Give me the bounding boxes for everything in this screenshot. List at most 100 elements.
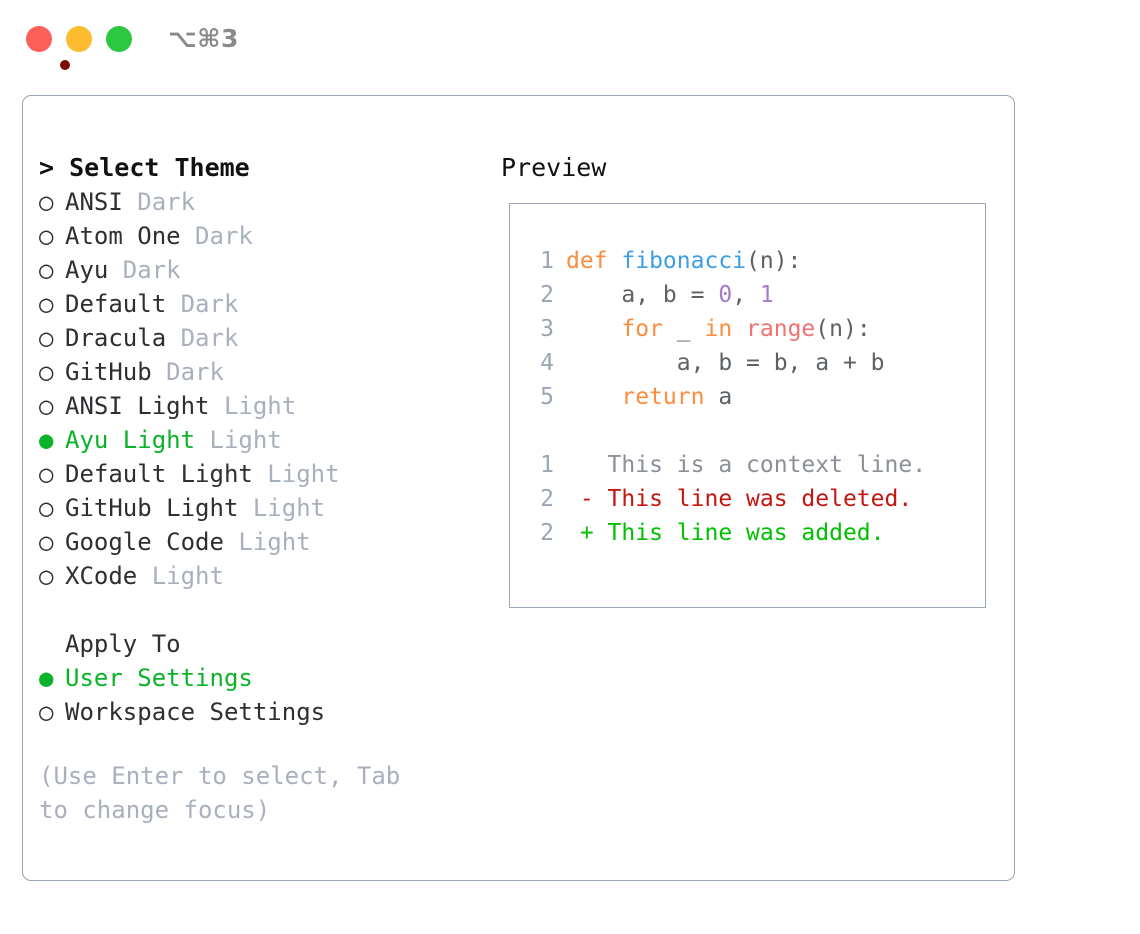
radio-unselected-icon: ○ bbox=[39, 358, 68, 386]
recording-indicator-icon bbox=[60, 60, 70, 70]
apply-to-option-workspace-settings[interactable]: ○ Workspace Settings bbox=[39, 695, 489, 729]
radio-unselected-icon: ○ bbox=[39, 324, 68, 352]
preview-heading: Preview bbox=[501, 153, 607, 182]
code-token-plain: a, b = b, a + b bbox=[566, 350, 885, 376]
radio-unselected-icon: ○ bbox=[39, 494, 68, 522]
theme-option-name: Atom One bbox=[65, 222, 196, 250]
code-token-fn: fibonacci bbox=[621, 248, 747, 274]
diff-line-del: 2 - This line was deleted. bbox=[528, 482, 926, 516]
code-line: 2 a, b = 0, 1 bbox=[528, 278, 926, 312]
diff-marker: + bbox=[566, 520, 594, 546]
theme-option-ayu-light[interactable]: ● Ayu Light Light bbox=[39, 423, 489, 457]
code-token-plain: _ bbox=[662, 316, 705, 342]
code-token-num: 1 bbox=[759, 282, 774, 308]
code-token-punc: (n): bbox=[746, 248, 802, 274]
code-token-punc: (n): bbox=[815, 316, 871, 342]
diff-marker: - bbox=[566, 486, 594, 512]
radio-selected-icon: ● bbox=[39, 664, 68, 692]
selection-caret-icon: > bbox=[39, 153, 70, 182]
maximize-button[interactable] bbox=[106, 26, 132, 52]
theme-option-dracula[interactable]: ○ Dracula Dark bbox=[39, 321, 489, 355]
radio-unselected-icon: ○ bbox=[39, 528, 68, 556]
theme-option-kind: Light bbox=[267, 460, 340, 488]
apply-to-label: Apply To bbox=[65, 630, 181, 658]
line-number: 5 bbox=[540, 384, 554, 410]
theme-option-ayu[interactable]: ○ Ayu Dark bbox=[39, 253, 489, 287]
code-token-kw: def bbox=[566, 248, 622, 274]
theme-list: ○ ANSI Dark○ Atom One Dark○ Ayu Dark○ De… bbox=[39, 185, 489, 593]
theme-option-name: Ayu Light bbox=[65, 426, 210, 454]
theme-option-xcode[interactable]: ○ XCode Light bbox=[39, 559, 489, 593]
theme-option-kind: Light bbox=[238, 528, 311, 556]
diff-line-ctx: 1 This is a context line. bbox=[528, 448, 926, 482]
page-title-label: Select Theme bbox=[69, 153, 250, 182]
diff-block: 1 This is a context line.2 - This line w… bbox=[528, 448, 926, 550]
line-number: 2 bbox=[540, 282, 554, 308]
apply-to-option-name: Workspace Settings bbox=[65, 698, 326, 726]
close-button[interactable] bbox=[26, 26, 70, 70]
theme-option-kind: Light bbox=[209, 426, 282, 454]
page-title: > Select Theme bbox=[39, 151, 489, 185]
theme-option-name: Google Code bbox=[65, 528, 239, 556]
line-number: 2 bbox=[540, 520, 554, 546]
theme-option-name: ANSI bbox=[65, 188, 138, 216]
theme-option-default[interactable]: ○ Default Dark bbox=[39, 287, 489, 321]
theme-option-kind: Dark bbox=[122, 256, 181, 284]
code-token-call: range bbox=[746, 316, 816, 342]
code-token-kw: in bbox=[704, 316, 733, 342]
code-line: 5 return a bbox=[528, 380, 926, 414]
diff-line-add: 2 + This line was added. bbox=[528, 516, 926, 550]
apply-to-option-user-settings[interactable]: ● User Settings bbox=[39, 661, 489, 695]
apply-to-option-name: User Settings bbox=[65, 664, 253, 692]
apply-to-indent bbox=[39, 627, 65, 661]
line-number: 2 bbox=[540, 486, 554, 512]
theme-option-kind: Light bbox=[223, 392, 297, 420]
radio-unselected-icon: ○ bbox=[39, 290, 68, 318]
theme-option-kind: Dark bbox=[180, 324, 239, 352]
theme-option-name: Dracula bbox=[65, 324, 181, 352]
theme-option-name: GitHub Light bbox=[65, 494, 253, 522]
apply-to-list: ● User Settings○ Workspace Settings bbox=[39, 661, 489, 729]
line-number: 3 bbox=[540, 316, 554, 342]
diff-text: This is a context line. bbox=[593, 452, 927, 478]
code-token-num: 0 bbox=[718, 282, 733, 308]
code-token-kw: return bbox=[621, 384, 705, 410]
radio-unselected-icon: ○ bbox=[39, 562, 68, 590]
radio-unselected-icon: ○ bbox=[39, 460, 68, 488]
theme-option-google-code[interactable]: ○ Google Code Light bbox=[39, 525, 489, 559]
theme-option-ansi[interactable]: ○ ANSI Dark bbox=[39, 185, 489, 219]
radio-unselected-icon: ○ bbox=[39, 222, 68, 250]
theme-option-name: Default Light bbox=[65, 460, 268, 488]
theme-picker-panel: > Select Theme ○ ANSI Dark○ Atom One Dar… bbox=[39, 151, 489, 827]
code-token-kw: for bbox=[621, 316, 663, 342]
theme-option-kind: Dark bbox=[166, 358, 224, 386]
radio-selected-icon: ● bbox=[39, 426, 68, 454]
code-token-plain: a bbox=[704, 384, 733, 410]
theme-option-github[interactable]: ○ GitHub Dark bbox=[39, 355, 489, 389]
theme-option-kind: Dark bbox=[137, 188, 196, 216]
theme-option-kind: Dark bbox=[195, 222, 253, 250]
theme-option-name: ANSI Light bbox=[65, 392, 224, 420]
theme-option-atom-one[interactable]: ○ Atom One Dark bbox=[39, 219, 489, 253]
content-frame: > Select Theme ○ ANSI Dark○ Atom One Dar… bbox=[22, 95, 1015, 881]
theme-option-github-light[interactable]: ○ GitHub Light Light bbox=[39, 491, 489, 525]
theme-option-kind: Light bbox=[151, 562, 224, 590]
theme-option-name: Ayu bbox=[65, 256, 123, 284]
list-spacer bbox=[39, 593, 489, 627]
theme-option-default-light[interactable]: ○ Default Light Light bbox=[39, 457, 489, 491]
code-token-plain: a, b = bbox=[566, 282, 719, 308]
radio-unselected-icon: ○ bbox=[39, 392, 68, 420]
theme-option-ansi-light[interactable]: ○ ANSI Light Light bbox=[39, 389, 489, 423]
theme-option-name: GitHub bbox=[65, 358, 167, 386]
code-line: 3 for _ in range(n): bbox=[528, 312, 926, 346]
minimize-button[interactable] bbox=[66, 26, 92, 52]
radio-unselected-icon: ○ bbox=[39, 188, 68, 216]
theme-option-kind: Dark bbox=[180, 290, 239, 318]
code-line: 4 a, b = b, a + b bbox=[528, 346, 926, 380]
keyboard-hint: (Use Enter to select, Tab to change focu… bbox=[39, 762, 401, 824]
